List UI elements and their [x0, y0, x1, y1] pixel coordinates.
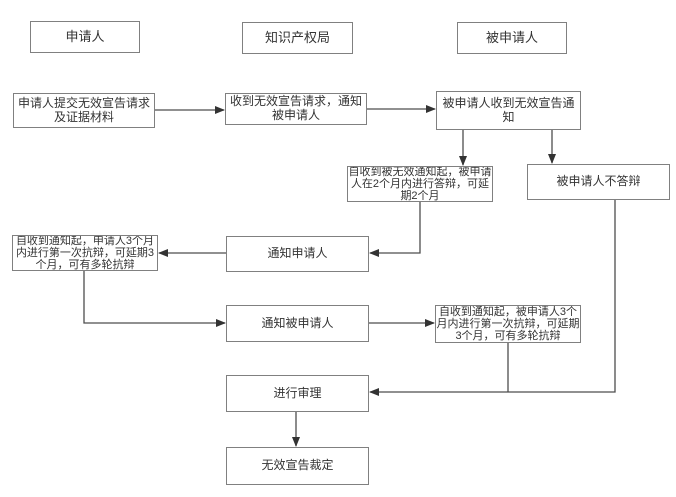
node-respondent-receive-notice: 被申请人收到无效宣告通知: [436, 91, 581, 130]
node-notify-respondent: 通知被申请人: [226, 305, 369, 342]
node-respondent-rebuttal: 自收到通知起，被申请人3个月内进行第一次抗辩，可延期3个月，可有多轮抗辩: [435, 305, 581, 343]
node-applicant-rebuttal: 自收到通知起，申请人3个月内进行第一次抗辩，可延期3个月，可有多轮抗辩: [12, 235, 158, 271]
node-decision: 无效宣告裁定: [226, 447, 369, 485]
node-receive-request: 收到无效宣告请求，通知被申请人: [225, 93, 367, 125]
connector-applicant-rebuttal-to-notify-respondent: [83, 271, 226, 327]
connector-no-reply-to-trial: [369, 200, 616, 396]
node-submit-request: 申请人提交无效宣告请求及证据材料: [13, 93, 155, 128]
lane-header-ip-office: 知识产权局: [242, 22, 353, 54]
node-notify-applicant: 通知申请人: [226, 236, 369, 272]
connector-reply-to-notify-applicant: [369, 202, 421, 257]
lane-header-applicant: 申请人: [30, 21, 140, 53]
node-respondent-no-reply: 被申请人不答辩: [527, 164, 670, 200]
node-conduct-trial: 进行审理: [226, 375, 369, 412]
lane-header-respondent: 被申请人: [457, 22, 567, 54]
node-respondent-reply: 自收到被无效通知起，被申请人在2个月内进行答辩，可延期2个月: [347, 166, 493, 202]
